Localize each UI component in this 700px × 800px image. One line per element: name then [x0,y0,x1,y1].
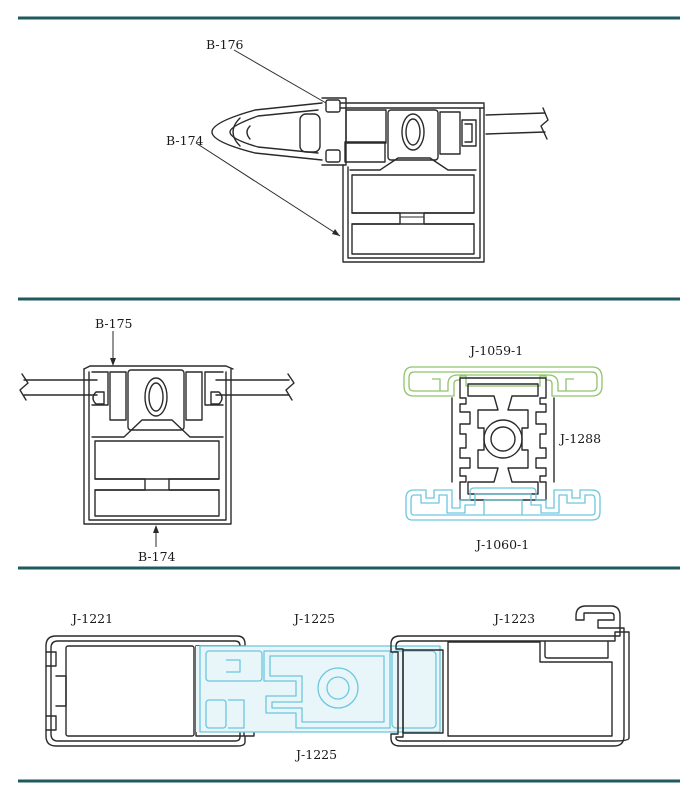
label-j1221: J-1221 [70,611,113,626]
label-j1288: J-1288 [558,431,601,446]
profile-j1225 [196,645,442,733]
profile-b174-box-s2 [83,368,232,525]
leader-b175-arrow [110,358,116,366]
profile-j1060-1 [405,487,601,521]
label-b176: B-176 [206,37,244,52]
profile-j1059-1 [403,366,603,397]
profile-center-mullion [91,369,224,431]
leader-b174-s1 [195,142,341,237]
leader-b176 [233,49,327,104]
profile-top-frame [321,97,485,166]
label-j1060-1: J-1060-1 [474,537,529,552]
leader-b174-arrow-s1 [332,229,340,236]
glass-pane-left [19,373,98,401]
gasket-teardrop [211,102,323,161]
profile-j1288 [451,377,555,501]
label-b174-s1: B-174 [166,133,204,148]
profile-b174-box [342,103,485,263]
section2-assembly-left: B-175 B-174 [19,316,295,564]
section3-assembly: J-1221 J-1225 J-1223 J-1225 [45,605,630,762]
profile-j1223 [390,605,630,747]
glass-pane-right-s2 [215,373,295,401]
label-b175: B-175 [95,316,133,331]
section1-assembly: B-176 B-174 [166,37,549,263]
glass-pane-right [485,107,549,140]
label-b174-s2: B-174 [138,549,176,564]
label-j1223: J-1223 [492,611,535,626]
profile-b175-cap [83,365,234,370]
section2-profiles-right: J-1059-1 J-1288 J-1060-1 [403,343,603,552]
leader-b174-arrow-s2 [153,525,159,533]
label-j1059-1: J-1059-1 [468,343,523,358]
label-j1225-top: J-1225 [292,611,335,626]
label-j1225-bottom: J-1225 [294,747,337,762]
